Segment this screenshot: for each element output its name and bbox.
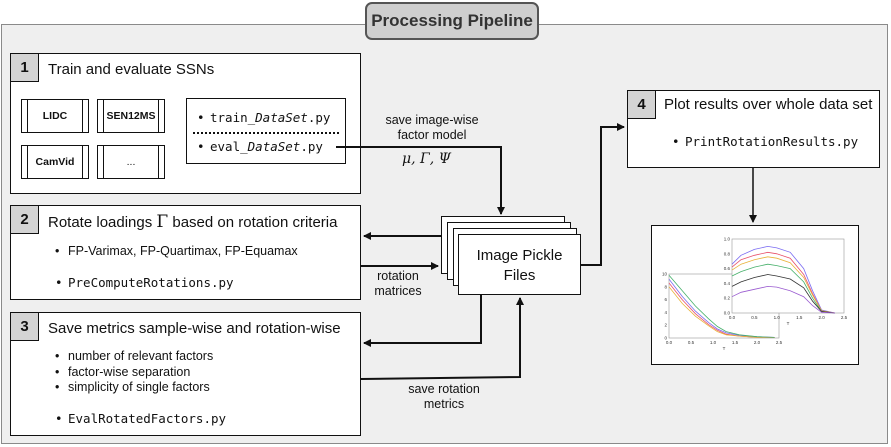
plot-1-ytick: 0.2	[724, 296, 731, 301]
print-results-script: PrintRotationResults.py	[672, 134, 858, 149]
step1-title: Train and evaluate SSNs	[48, 61, 215, 78]
dataset-sen12ms: SEN12MS	[97, 99, 165, 133]
eval-script: eval_DataSet.py	[197, 139, 323, 154]
plot-0-series-line	[668, 286, 775, 338]
plot-0-xtick: 1.5	[732, 340, 739, 345]
dotted-divider	[193, 132, 339, 134]
arrow-step3-to-pickle	[360, 297, 524, 380]
plot-0-ytick: 2	[664, 323, 667, 328]
plot-1-ytick: 0.8	[724, 251, 731, 256]
step3-number: 3	[11, 313, 39, 341]
plot-0-ytick: 4	[664, 310, 667, 315]
pickle-label-line1: Image Pickle	[476, 247, 563, 264]
arrow-pickle-to-step4	[581, 123, 625, 266]
eval-rotated-script: EvalRotatedFactors.py	[55, 411, 226, 426]
plot-1-series-line	[731, 256, 836, 314]
dataset-camvid: CamVid	[21, 145, 89, 179]
step2-box: 2 Rotate loadings Γ based on rotation cr…	[10, 205, 361, 300]
train-script: train_DataSet.py	[197, 110, 330, 125]
plot-0-xlabel: T	[723, 346, 726, 351]
plot-1-xtick: 1.0	[774, 315, 781, 320]
plot-1-xtick: 0.5	[751, 315, 758, 320]
step4-number: 4	[628, 91, 656, 119]
plot-1-xtick: 2.0	[818, 315, 825, 320]
plot-1-ytick: 0.0	[724, 311, 731, 316]
pickle-label: Image Pickle Files	[458, 237, 581, 295]
dataset-lidc: LIDC	[21, 99, 89, 133]
gamma-symbol: Γ	[156, 212, 169, 232]
precompute-script: PreComputeRotations.py	[55, 275, 234, 290]
pickle-file-front	[458, 234, 581, 295]
arrow-eval-to-pickle	[336, 146, 505, 215]
plot-0-ytick: 6	[664, 297, 667, 302]
plot-1-xtick: 0.0	[729, 315, 736, 320]
model-params: μ, Γ, Ψ	[402, 151, 451, 167]
rotation-criteria: FP-Varimax, FP-Quartimax, FP-Equamax	[55, 244, 298, 258]
plot-0-xtick: 2.5	[776, 340, 783, 345]
plot-1-xtick: 1.5	[796, 315, 803, 320]
plot-0-xtick: 1.0	[710, 340, 717, 345]
metric-relevant-factors: number of relevant factors	[55, 349, 213, 363]
step4-title: Plot results over whole data set	[664, 96, 873, 113]
dataset-more: ...	[97, 145, 165, 179]
script-box: train_DataSet.py eval_DataSet.py	[186, 98, 346, 164]
plot-0-ytick: 8	[664, 284, 667, 289]
plot-1-ytick: 0.4	[724, 281, 731, 286]
step4-box: 4 Plot results over whole data set Print…	[627, 90, 880, 168]
plot-0-xtick: 0.5	[688, 340, 695, 345]
arrow-pickle-to-step3	[363, 295, 482, 347]
step2-number: 2	[11, 206, 39, 234]
results-plot-svg: 0.0 0.5 1.0 1.5 2.0 2.5 0 2 4 6 8 10T 0.0 0.5 1.0 1.5 2.…	[662, 237, 848, 352]
plot-1-xlabel: T	[787, 321, 790, 326]
plot-1-ytick: 1.0	[724, 237, 731, 242]
plot-0-ytick: 10	[662, 272, 668, 277]
step3-title: Save metrics sample-wise and rotation-wi…	[48, 320, 341, 337]
page-title: Processing Pipeline	[365, 2, 539, 40]
plot-1-ytick: 0.6	[724, 266, 731, 271]
plot-0-series-line	[668, 275, 775, 338]
plot-1-series-line	[731, 274, 836, 314]
plot-1-series-line	[731, 285, 836, 314]
metric-separation: factor-wise separation	[55, 365, 190, 379]
plot-1-xtick: 2.5	[841, 315, 848, 320]
step1-box: 1 Train and evaluate SSNs LIDC SEN12MS C…	[10, 53, 361, 194]
pickle-label-line2: Files	[503, 267, 536, 284]
plot-0-xtick: 0.0	[666, 340, 673, 345]
plot-0-ytick: 0	[664, 336, 667, 341]
step1-number: 1	[11, 54, 39, 82]
plot-1-series-line	[731, 245, 836, 314]
metric-simplicity: simplicity of single factors	[55, 380, 210, 394]
plot-0-xtick: 2.0	[754, 340, 761, 345]
step2-title: Rotate loadings Γ based on rotation crit…	[48, 212, 338, 232]
plot-1-series-line	[731, 263, 836, 314]
step3-box: 3 Save metrics sample-wise and rotation-…	[10, 312, 361, 436]
